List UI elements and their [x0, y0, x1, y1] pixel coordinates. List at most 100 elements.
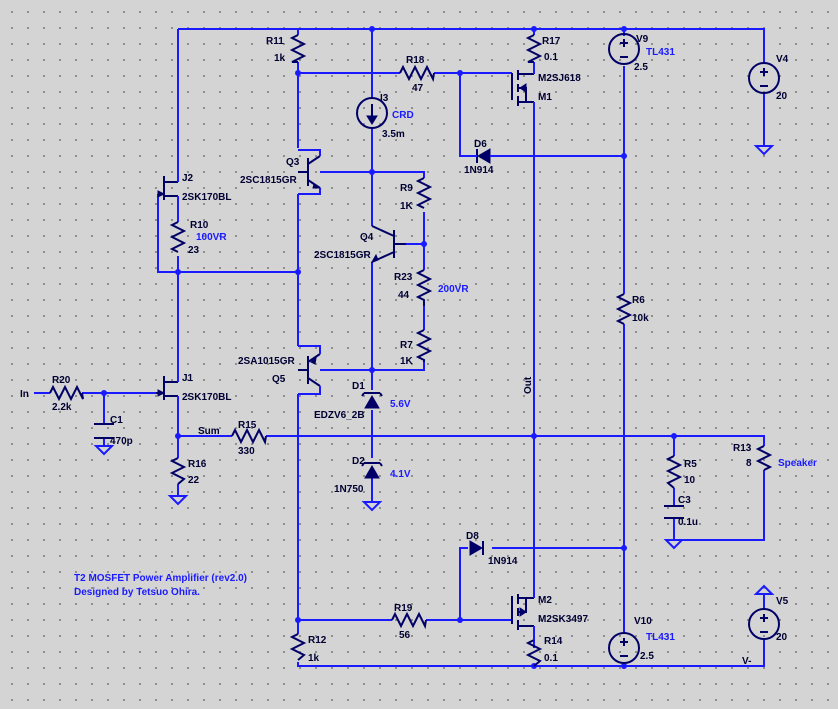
- v5-signs: [760, 614, 768, 633]
- r14-value: 0.1: [544, 653, 558, 664]
- npn-transistor-q3[interactable]: Q3 2SC1815GR: [240, 149, 322, 195]
- diode-d6[interactable]: D6 1N914: [464, 139, 494, 176]
- pnp-transistor-q5[interactable]: 2SA1015GR Q5: [238, 345, 321, 395]
- capacitor-c3[interactable]: C3 0.1u: [664, 495, 698, 528]
- diode-d8[interactable]: D8 1N914: [466, 531, 518, 567]
- d6-wire: [459, 73, 624, 157]
- r6-value: 10k: [632, 313, 649, 324]
- r19-ref: R19: [394, 603, 413, 614]
- r7-value: 1K: [400, 356, 414, 367]
- resistor-r6[interactable]: R6 10k: [615, 293, 649, 325]
- resistor-r14[interactable]: R14 0.1: [525, 636, 563, 667]
- voltage-source-v9[interactable]: V9 TL431 2.5: [608, 33, 675, 73]
- i3-ref: I3: [380, 93, 389, 104]
- wires: [34, 28, 765, 667]
- resistor-r9[interactable]: R9 1K: [400, 177, 433, 212]
- r11-symbol: [289, 34, 307, 63]
- r23-ref: R23: [394, 272, 413, 283]
- r17-value: 0.1: [544, 52, 558, 63]
- r13-ref: R13: [733, 443, 752, 454]
- r10-model: 100VR: [196, 232, 227, 243]
- r13-symbol: [755, 445, 773, 471]
- r13-value: 8: [746, 458, 752, 469]
- resistor-r7[interactable]: R7 1K: [400, 329, 433, 367]
- resistor-r11[interactable]: R11 1k: [266, 34, 307, 64]
- j2-ref: J2: [182, 173, 194, 184]
- m2-symbol: [511, 594, 534, 630]
- q3-emitter-arrow: [312, 183, 322, 189]
- r5-symbol: [665, 455, 683, 489]
- q5-emitter-arrow: [310, 356, 317, 365]
- v9-value: 2.5: [634, 62, 648, 73]
- m2-leads: [533, 596, 535, 640]
- current-source-i3[interactable]: I3 CRD 3.5m: [356, 93, 414, 140]
- npn-transistor-q4[interactable]: Q4 2SC1815GR: [314, 225, 406, 263]
- resistor-r13[interactable]: R13 8: [733, 443, 773, 471]
- v5-circle: [748, 608, 780, 640]
- m2-value: M2SK3497: [538, 614, 588, 625]
- ground-icon: [361, 501, 383, 512]
- j2-value: 2SK170BL: [182, 192, 231, 203]
- d2-triangle: [364, 465, 380, 479]
- m2-ref: M2: [538, 595, 552, 606]
- r23-symbol: [415, 269, 433, 306]
- r10-ref: R10: [190, 220, 209, 231]
- d6-value: 1N914: [464, 165, 494, 176]
- c3-ref: C3: [678, 495, 691, 506]
- junction-dot: [621, 545, 627, 551]
- r12-value: 1k: [308, 653, 320, 664]
- r9-value: 1K: [400, 201, 414, 212]
- net-label-in: In: [20, 389, 29, 400]
- zener-d1[interactable]: D1 5.6V EDZV6_2B: [314, 381, 411, 421]
- voltage-source-v4[interactable]: V4 20: [748, 54, 789, 102]
- junction-dot: [421, 241, 427, 247]
- resistor-r18[interactable]: R18 47: [399, 55, 435, 94]
- jfet-j2[interactable]: J2 2SK170BL: [157, 170, 231, 204]
- resistor-r5[interactable]: R5 10: [665, 455, 697, 489]
- sum-wire: [178, 435, 765, 541]
- r6-ref: R6: [632, 295, 645, 306]
- c3-symbol: [664, 505, 684, 519]
- resistor-r16[interactable]: R16 22: [169, 457, 207, 486]
- resistor-r15[interactable]: R15 330: [231, 420, 267, 457]
- r14-symbol: [525, 639, 543, 667]
- zener-d2[interactable]: D2 4.1V 1N750: [334, 456, 411, 495]
- junction-dot: [457, 617, 463, 623]
- voltage-source-v10[interactable]: V10 TL431 2.5: [608, 616, 675, 664]
- voltage-source-v5[interactable]: V5 20: [748, 596, 789, 643]
- resistor-r23[interactable]: R23 200VR 44: [394, 269, 469, 306]
- r9-wire: [320, 171, 425, 244]
- mosfet-m1[interactable]: M2SJ618 M1: [511, 66, 581, 110]
- jfet-j1[interactable]: J1 2SK170BL: [156, 370, 231, 408]
- c3-value: 0.1u: [678, 517, 698, 528]
- r18-symbol: [399, 64, 435, 83]
- net-label-vminus: V-: [742, 656, 751, 667]
- r12-ref: R12: [308, 635, 327, 646]
- q4-symbol: [371, 225, 406, 263]
- resistor-r17[interactable]: R17 0.1: [525, 34, 561, 63]
- m1-value: M2SJ618: [538, 73, 581, 84]
- resistor-r12[interactable]: R12 1k: [289, 633, 327, 664]
- i3-arrow-head: [366, 115, 378, 125]
- r5-ref: R5: [684, 459, 697, 470]
- mosfet-m2[interactable]: M2 M2SK3497: [511, 594, 588, 640]
- v9-ref: V9: [636, 34, 649, 45]
- resistor-r10[interactable]: R10 100VR 23: [169, 220, 227, 256]
- d1-triangle: [364, 395, 380, 409]
- c1-ref: C1: [110, 415, 123, 426]
- net-label-sum: Sum: [198, 426, 220, 437]
- resistor-r20[interactable]: R20 2.2k: [49, 375, 84, 413]
- ground-icon: [753, 145, 775, 156]
- q4-value: 2SC1815GR: [314, 250, 371, 261]
- junction-dot: [621, 663, 627, 669]
- junction-dot: [175, 433, 181, 439]
- r19-symbol: [391, 611, 427, 630]
- capacitor-c1[interactable]: C1 470p: [94, 415, 133, 447]
- j1-gate-arrow: [157, 389, 166, 397]
- junction-dot: [621, 26, 627, 32]
- r18-ref: R18: [406, 55, 425, 66]
- r6-symbol: [615, 293, 633, 325]
- d8-value: 1N914: [488, 556, 518, 567]
- r7-ref: R7: [400, 340, 413, 351]
- resistor-r19[interactable]: R19 56: [391, 603, 427, 641]
